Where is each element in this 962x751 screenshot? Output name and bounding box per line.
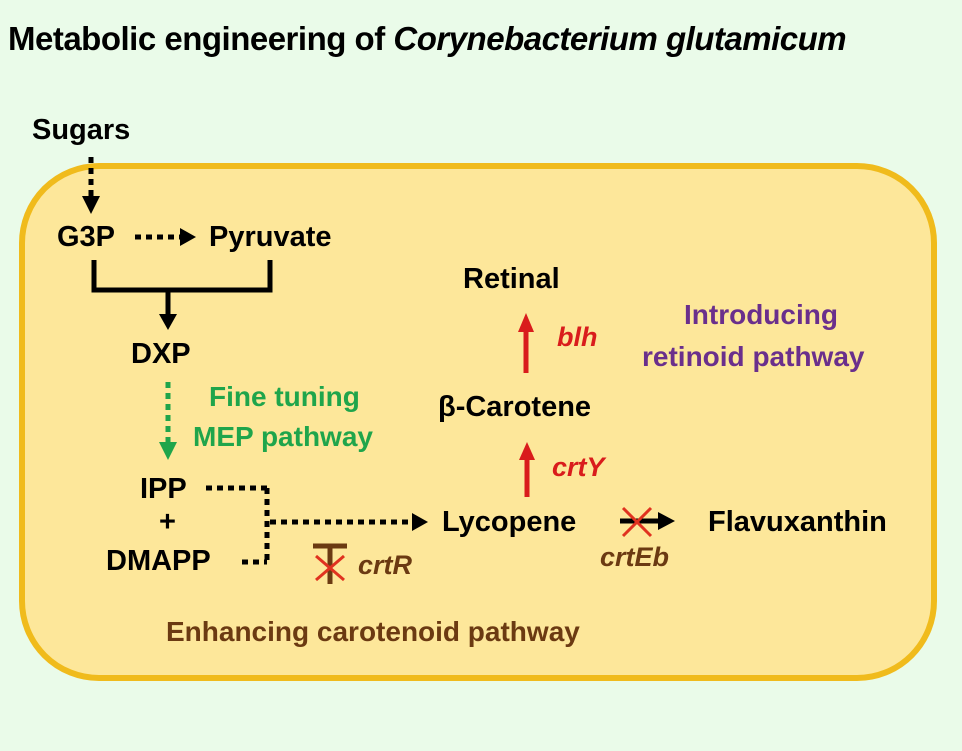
metabolite-sugars: Sugars <box>32 114 131 146</box>
crtR-knockout-icon <box>313 543 347 584</box>
annotation-mep-line2: MEP pathway <box>193 421 373 452</box>
annotation-carotenoid: Enhancing carotenoid pathway <box>166 616 580 647</box>
gene-crtR: crtR <box>358 550 413 580</box>
arrow-crtEb-blocked <box>620 506 675 538</box>
metabolite-beta-carotene: β-Carotene <box>438 391 592 423</box>
arrow-condensation-to-dxp <box>91 260 273 330</box>
metabolite-retinal: Retinal <box>463 263 560 295</box>
plus-sign: + <box>159 506 176 538</box>
metabolite-ipp: IPP <box>140 473 187 505</box>
annotation-mep-line1: Fine tuning <box>209 381 360 412</box>
metabolite-flavuxanthin: Flavuxanthin <box>708 506 887 538</box>
gene-crtEb: crtEb <box>600 542 670 572</box>
annotation-retinoid-line1: Introducing <box>684 299 838 330</box>
arrow-g3p-to-pyruvate <box>135 228 196 246</box>
metabolite-pyruvate: Pyruvate <box>209 221 332 253</box>
arrow-blh-overexpression <box>518 313 534 373</box>
metabolite-lycopene: Lycopene <box>442 506 577 538</box>
cell-boundary <box>19 163 937 681</box>
annotation-retinoid-line2: retinoid pathway <box>642 341 865 372</box>
figure-title: Metabolic engineering of Corynebacterium… <box>8 20 847 58</box>
arrow-crtY-overexpression <box>519 442 535 497</box>
arrow-sugars-to-g3p <box>82 157 100 214</box>
metabolite-dmapp: DMAPP <box>106 545 211 577</box>
metabolite-dxp: DXP <box>131 338 191 370</box>
gene-blh: blh <box>557 322 598 352</box>
arrow-mep-pathway <box>159 382 177 460</box>
title-organism: Corynebacterium glutamicum <box>393 20 847 57</box>
title-prefix: Metabolic engineering of <box>8 20 394 57</box>
metabolite-g3p: G3P <box>57 221 116 253</box>
gene-crtY: crtY <box>552 452 605 482</box>
arrow-ipp-dmapp-to-lycopene <box>206 485 428 565</box>
